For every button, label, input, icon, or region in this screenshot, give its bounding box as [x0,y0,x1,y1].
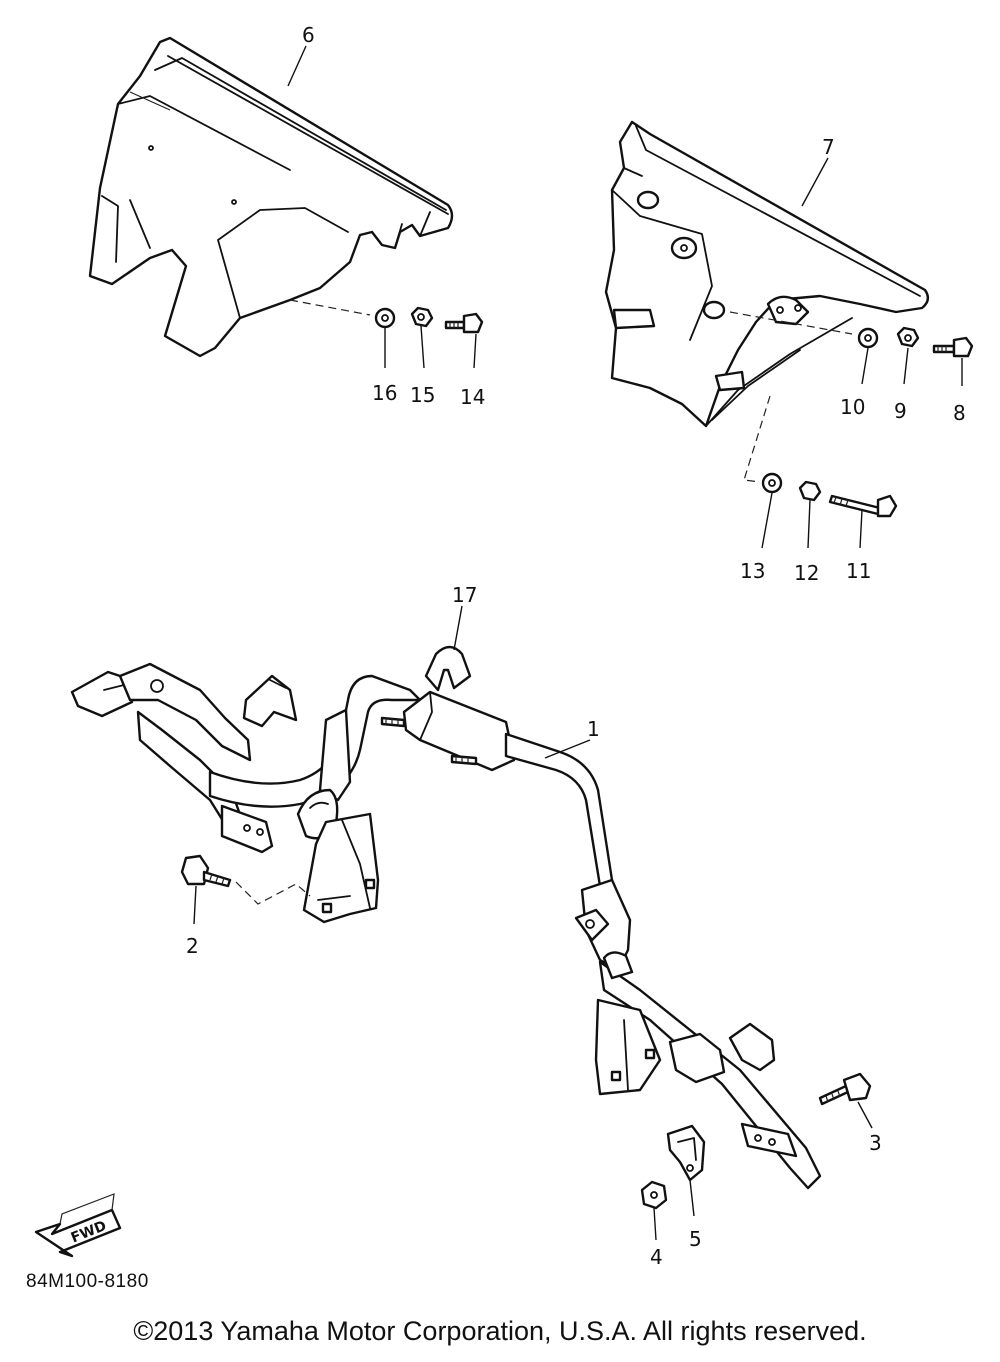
bolt-8 [932,336,974,358]
collar-12 [798,480,822,502]
washer-16 [374,307,396,329]
copyright-notice: ©2013 Yamaha Motor Corporation, U.S.A. A… [133,1316,867,1346]
bolt-14 [444,312,484,334]
callout-14: 14 [460,385,485,409]
collar-15 [410,306,434,328]
collar-9 [896,326,920,348]
part-17-clamp [424,645,472,692]
bolt-11 [828,494,898,518]
leader-13 [761,492,773,549]
leader-11 [859,509,863,549]
callout-8: 8 [953,401,966,425]
leader-14 [473,333,477,369]
callout-3: 3 [869,1131,882,1155]
callout-7: 7 [822,135,835,159]
callout-15: 15 [410,383,435,407]
diagram-code: 84M100-8180 [26,1271,149,1292]
part-1-frame-stay [70,662,822,1190]
washer-10 [857,327,879,349]
part-7-right-cover [604,120,930,428]
part-6-left-cover [88,36,454,358]
leader-2 [193,885,197,925]
leader-7 [801,157,829,207]
callout-11: 11 [846,559,871,583]
callout-1: 1 [587,717,600,741]
leader-line-7a [729,311,853,335]
part-3-bolt [818,1072,872,1106]
leader-line-6 [289,299,371,316]
leader-3 [857,1101,873,1129]
leader-5 [689,1179,695,1217]
callout-16: 16 [372,381,397,405]
mount-boss-top [636,190,698,260]
leader-line-2 [235,881,311,905]
mount-boss-lower [612,295,810,392]
leader-9 [903,347,909,385]
leader-6 [287,45,307,87]
leader-4 [653,1207,657,1241]
callout-12: 12 [794,561,819,585]
callout-13: 13 [740,559,765,583]
leader-10 [861,347,869,385]
callout-2: 2 [186,934,199,958]
part-5-clip [666,1124,706,1182]
leader-15 [420,325,425,369]
washer-13 [761,472,783,494]
callout-10: 10 [840,395,865,419]
callout-9: 9 [894,399,907,423]
callout-4: 4 [650,1245,663,1269]
leader-12 [807,499,811,549]
leader-1 [544,739,591,759]
part-4-nut [640,1180,668,1210]
callout-17: 17 [452,583,477,607]
fwd-arrow-icon: FWD [34,1193,122,1258]
part-2-bolt [180,854,232,888]
leader-17 [453,605,463,651]
callout-5: 5 [689,1227,702,1251]
leader-line-7b [743,395,771,483]
callout-6: 6 [302,23,315,47]
